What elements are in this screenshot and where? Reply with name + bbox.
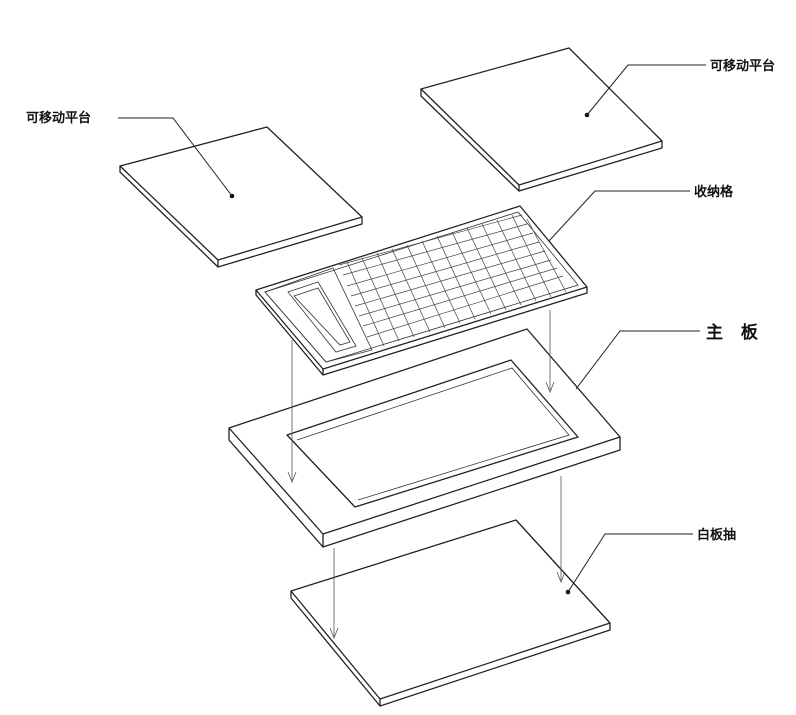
movable-platform-right	[420, 47, 663, 192]
label-platform-right: 可移动平台	[710, 58, 775, 74]
label-main-board: 主 板	[706, 322, 764, 343]
label-white-board-drawer: 白板抽	[697, 527, 736, 543]
leader-white-board-drawer	[567, 533, 693, 593]
label-storage-grid: 收纳格	[694, 184, 734, 200]
leader-lines	[118, 64, 706, 593]
leader-platform-left	[118, 117, 233, 197]
movable-platform-left	[119, 126, 363, 268]
assembly-arrows	[287, 310, 566, 640]
main-board-frame	[228, 328, 621, 548]
leader-storage-grid	[548, 190, 690, 242]
leader-main-board	[575, 330, 700, 390]
leader-platform-right	[586, 64, 706, 116]
storage-grid-tray	[255, 205, 588, 376]
white-board-drawer	[290, 519, 611, 707]
label-platform-left: 可移动平台	[26, 110, 91, 126]
